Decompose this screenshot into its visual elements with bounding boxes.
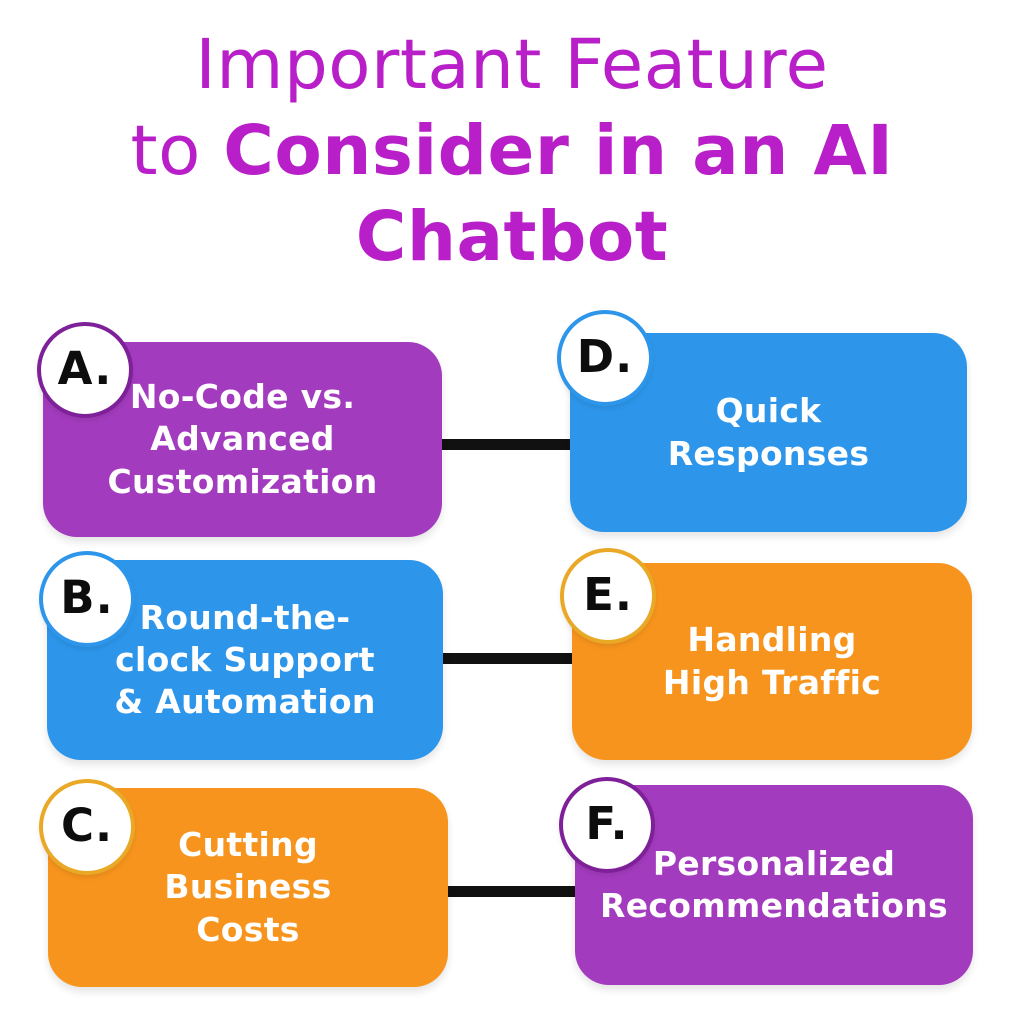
letter-badge-b: B. <box>39 551 135 647</box>
feature-card-d-label: Quick Responses <box>667 391 870 473</box>
connector-c-f <box>440 886 580 897</box>
feature-card-f-label: Personalized Recommendations <box>600 843 948 925</box>
letter-badge-f-text: F. <box>585 796 629 850</box>
connector-a-d <box>435 439 577 450</box>
letter-badge-d: D. <box>557 310 653 406</box>
feature-card-d: Quick Responses <box>570 333 967 532</box>
letter-badge-d-text: D. <box>576 329 634 383</box>
letter-badge-f: F. <box>559 777 655 873</box>
letter-badge-c-text: C. <box>60 798 114 852</box>
title-line-2: to Consider in an AI <box>130 111 894 191</box>
title-line-1: Important Feature <box>195 25 829 105</box>
title-line-3: Chatbot <box>355 197 669 277</box>
feature-card-a-label: No-Code vs. Advanced Customization <box>107 377 378 501</box>
letter-badge-e: E. <box>560 548 656 644</box>
feature-card-c-label: Cutting Business Costs <box>164 825 332 949</box>
page-title: Important Feature to Consider in an AI C… <box>0 22 1024 280</box>
feature-card-b-label: Round-the- clock Support & Automation <box>114 597 376 722</box>
connector-b-e <box>435 653 577 664</box>
letter-badge-c: C. <box>39 779 135 875</box>
letter-badge-b-text: B. <box>60 570 114 624</box>
letter-badge-a: A. <box>37 322 133 418</box>
letter-badge-e-text: E. <box>583 567 633 621</box>
feature-card-a: No-Code vs. Advanced Customization <box>43 342 442 537</box>
feature-card-e-label: Handling High Traffic <box>662 620 882 702</box>
letter-badge-a-text: A. <box>57 341 113 395</box>
